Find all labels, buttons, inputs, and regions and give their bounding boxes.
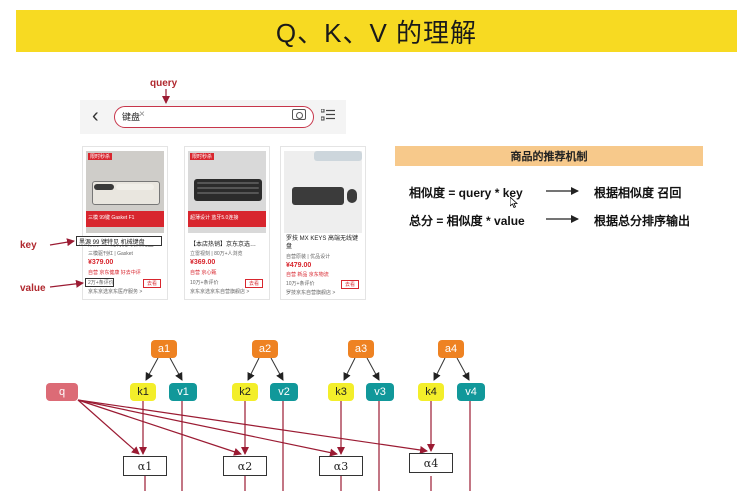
product-go-button: 去看 — [143, 279, 162, 288]
search-term: 键盘 — [122, 112, 141, 122]
product-reviews: 2万+条评价 — [88, 280, 114, 286]
query-label: query — [150, 78, 178, 89]
node-k1-label: k1 — [137, 386, 149, 398]
product-note: 京东京选京东自营旗舰店 > — [190, 289, 250, 295]
alpha-box-4: α4 — [409, 453, 453, 473]
key-highlight-box — [76, 236, 162, 246]
alpha-box-1: α1 — [123, 456, 167, 476]
node-q-label: q — [58, 386, 66, 398]
product-price: ¥479.00 — [286, 262, 312, 269]
product-badge: 限时秒杀 — [88, 153, 113, 160]
node-a2: a2 — [252, 340, 278, 358]
product-price: ¥369.00 — [190, 259, 216, 266]
product-band: 超薄设计 蓝牙5.0连接 — [190, 215, 239, 221]
product-reviews: 10万+条评价 — [286, 281, 315, 287]
product-shop: 自营原装 | 优品设计 — [286, 254, 331, 260]
product-note: 京东京选京东医疗服务 > — [88, 289, 143, 295]
recall-text: 根据相似度 召回 — [594, 186, 682, 200]
key-label: key — [20, 240, 37, 251]
node-v4: v4 — [457, 383, 485, 401]
product-price: ¥379.00 — [88, 259, 114, 266]
product-tags: 自营 京东健康 好去中评 — [88, 270, 141, 276]
node-k3-label: k3 — [335, 386, 347, 398]
recommend-header: 商品的推荐机制 — [395, 146, 703, 166]
camera-icon — [292, 109, 306, 120]
node-v2: v2 — [270, 383, 298, 401]
product-badge: 限时秒杀 — [190, 153, 215, 160]
node-v3-label: v3 — [374, 386, 386, 398]
node-a1-label: a1 — [157, 343, 171, 355]
product-note: 罗技京东自营旗舰店 > — [286, 290, 336, 296]
node-a4-label: a4 — [444, 343, 458, 355]
product-image — [284, 151, 362, 233]
node-a2-label: a2 — [258, 343, 272, 355]
alpha-box-3: α3 — [319, 456, 363, 476]
node-k2: k2 — [232, 383, 258, 401]
value-highlight-box — [85, 278, 114, 287]
node-k2-label: k2 — [239, 386, 251, 398]
node-q: q — [46, 383, 78, 401]
node-a3: a3 — [348, 340, 374, 358]
list-menu-icon — [321, 109, 335, 121]
node-a3-label: a3 — [354, 343, 368, 355]
node-v4-label: v4 — [465, 386, 477, 398]
search-input — [114, 106, 314, 128]
page-title: Q、K、V 的理解 — [16, 10, 737, 52]
product-reviews: 10万+条评价 — [190, 280, 219, 286]
score-formula: 总分 = 相似度 * value — [409, 214, 525, 228]
node-v1-label: v1 — [177, 386, 189, 398]
alpha-box-2: α2 — [223, 456, 267, 476]
node-a1: a1 — [151, 340, 177, 358]
product-shop: 三模驱刊红 | Gasket — [88, 251, 133, 257]
product-name: 罗技 MX KEYS 高端无线键盘 — [286, 236, 359, 250]
node-a4: a4 — [438, 340, 464, 358]
product-shop: 立雷视刻 | 80万+人浏览 — [190, 251, 243, 257]
node-k1: k1 — [130, 383, 156, 401]
node-k3: k3 — [328, 383, 354, 401]
product-card-3: 罗技 MX KEYS 高端无线键盘 自营原装 | 优品设计 ¥479.00 自营… — [280, 146, 366, 300]
product-card-1: 限时秒杀 三模 99键 Gasket F1 黑源 99 键特见 机械键盘 三模驱… — [82, 146, 168, 300]
node-v3: v3 — [366, 383, 394, 401]
similarity-formula: 相似度 = query * key — [409, 186, 523, 200]
product-band: 三模 99键 Gasket F1 — [88, 215, 135, 221]
node-v1: v1 — [169, 383, 197, 401]
product-name: 【本店热销】京东京选… — [190, 242, 257, 248]
product-go-button: 去看 — [245, 279, 264, 288]
back-arrow-icon: ‹ — [92, 105, 99, 127]
rank-text: 根据总分排序输出 — [594, 214, 691, 228]
cursor-icon — [510, 197, 518, 208]
product-go-button: 去看 — [341, 280, 360, 289]
product-card-2: 限时秒杀 超薄设计 蓝牙5.0连接 【本店热销】京东京选… 立雷视刻 | 80万… — [184, 146, 270, 300]
key-highlight-text: 黑源 99 键特见 机械键盘 — [79, 240, 145, 246]
product-tags: 自营 新品 京东物流 — [286, 272, 329, 278]
product-tags: 自营 京心甄 — [190, 270, 217, 276]
node-k4: k4 — [418, 383, 444, 401]
node-v2-label: v2 — [278, 386, 290, 398]
clear-icon: × — [139, 109, 145, 120]
value-label: value — [20, 283, 46, 294]
node-k4-label: k4 — [425, 386, 437, 398]
